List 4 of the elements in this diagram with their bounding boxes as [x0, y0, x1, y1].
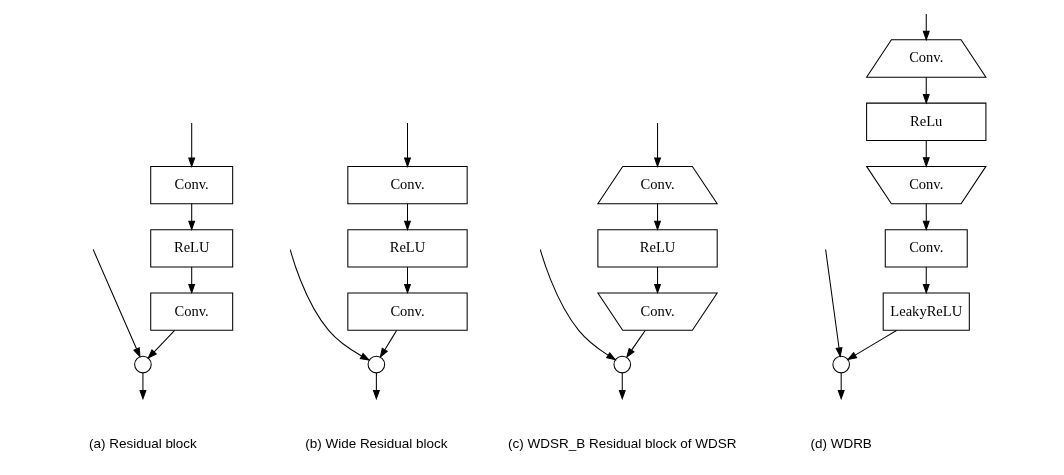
label: (a) Residual block	[89, 435, 197, 451]
label: (c) WDSR_B Residual block of WDSR	[508, 435, 737, 451]
label: (d) WDRB	[810, 435, 872, 451]
label: (b) Wide Residual block	[305, 435, 448, 451]
